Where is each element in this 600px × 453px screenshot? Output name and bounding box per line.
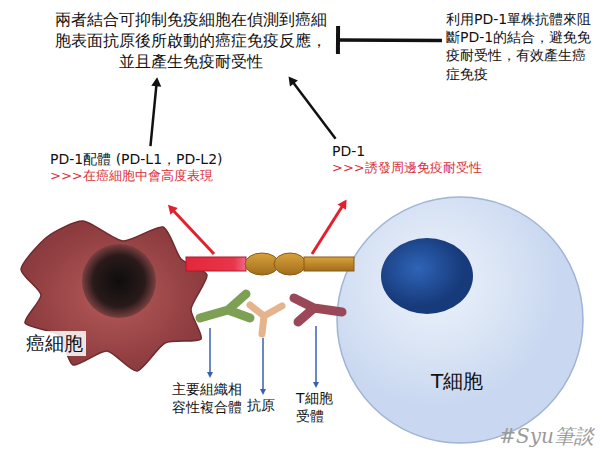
connector-arrow <box>338 38 442 42</box>
pd-1-bead <box>274 253 306 275</box>
cell-nucleus <box>381 238 473 314</box>
node-text: T細胞 <box>431 368 483 394</box>
node-text: 兩者結合可抑制免疫細胞在偵測到癌細胞表面抗原後所啟動的癌症免疫反應，並且產生免疫… <box>52 10 330 72</box>
leader-arrow <box>170 207 214 254</box>
cell-outline <box>335 192 585 448</box>
cancer-cell: 癌細胞 <box>15 215 210 380</box>
label-group: PD-1配體 (PD-L1，PD-L2)>>>在癌細胞中會高度表現 <box>50 150 223 185</box>
node-text: 癌細胞 <box>23 331 86 356</box>
node-text: 利用PD-1單株抗體來阻斷PD-1的結合，避免免疫耐受性，有效產生癌症免疫 <box>446 10 592 83</box>
antigen-symbol <box>250 305 282 334</box>
watermark: #Syu筆談 <box>499 424 594 449</box>
leader-arrow <box>312 202 345 254</box>
cell-body <box>337 197 583 443</box>
mhc-symbol <box>200 294 250 318</box>
tcr-symbol <box>294 298 342 322</box>
pointer-line <box>262 338 264 393</box>
note-text: 利用PD-1單株抗體來阻斷PD-1的結合，避免免疫耐受性，有效產生癌症免疫 <box>446 10 592 83</box>
pd-l1-ligand <box>186 257 246 271</box>
node-subtext: >>>誘發周邊免疫耐受性 <box>332 160 482 177</box>
part-label: 抗原 <box>247 397 275 415</box>
cell-body <box>21 221 207 371</box>
pointer-line <box>315 326 317 386</box>
connector-arrow <box>290 79 335 139</box>
node-subtext: >>>在癌細胞中會高度表現 <box>50 168 223 185</box>
pd-1-stem <box>304 257 354 271</box>
part-label: 主要組織相容性複合體 <box>172 381 248 416</box>
node-text: PD-1配體 (PD-L1，PD-L2) <box>50 150 223 168</box>
part-label: T細胞受體 <box>296 390 342 425</box>
connector-arrow <box>150 80 156 146</box>
pointer-line <box>209 328 211 376</box>
cell-nucleus <box>82 244 156 318</box>
t-cell: T細胞 <box>335 192 585 448</box>
note-text: 兩者結合可抑制免疫細胞在偵測到癌細胞表面抗原後所啟動的癌症免疫反應，並且產生免疫… <box>52 10 330 72</box>
label-group: PD-1>>>誘發周邊免疫耐受性 <box>332 142 482 177</box>
node-text: PD-1 <box>332 142 482 160</box>
